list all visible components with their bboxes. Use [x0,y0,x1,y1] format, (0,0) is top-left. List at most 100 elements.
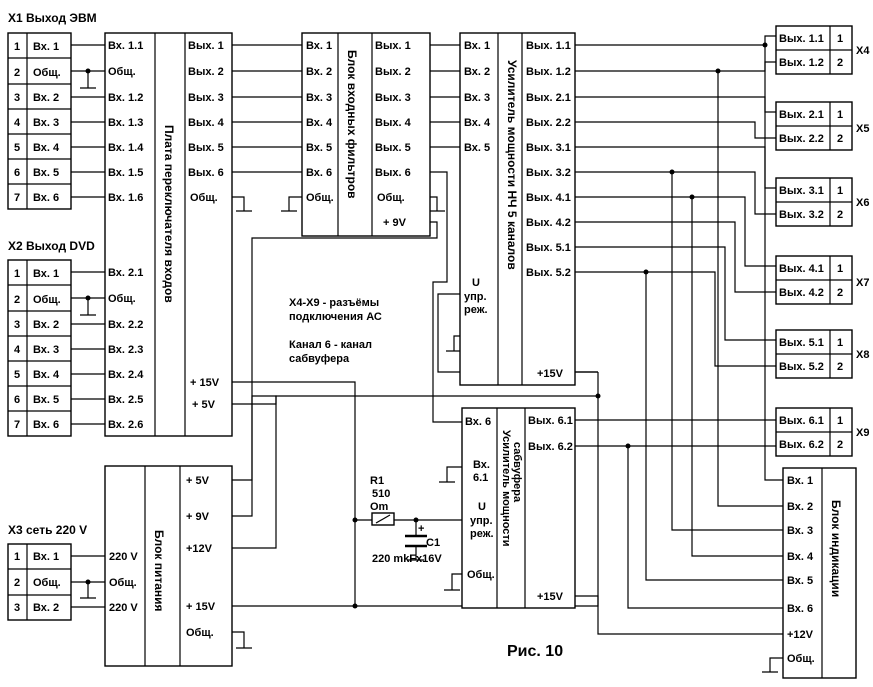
pin-label: 2 [837,287,843,299]
pin-label: 5 [14,142,20,154]
amp5-title: Усилитель мощности НЧ 5 каналов [505,60,519,270]
pin-label: Вх. 1 [33,551,59,563]
note-line: сабвуфера [289,353,350,365]
note-line: подключения АС [289,311,382,323]
pin-label: Вых. 1.2 [779,57,824,69]
pin-label: +12V [787,629,814,641]
pin-label: Вых. 6.1 [528,415,573,427]
pin-label: 1 [837,33,843,45]
pin-label: 220 V [109,551,138,563]
pin-label: Вх. 2 [33,92,59,104]
pin-label: Общ. [787,653,815,665]
subwoofer-amplifier-block: Усилитель мощности сабвуфера Вх. 6 Вх. 6… [461,407,576,609]
pin-label: 2 [837,209,843,221]
pin-label: Вх. 1.1 [108,40,143,52]
pin-label: 2 [837,361,843,373]
pin-label: Вх. 1 [464,40,490,52]
pin-label: U [472,277,480,289]
pin-label: + 15V [186,601,216,613]
figure-caption: Рис. 10 [507,643,563,660]
amplifier-5ch-block: Усилитель мощности НЧ 5 каналов Вх. 1 Вх… [459,32,576,386]
pin-label: Вх. [473,459,490,471]
pin-label: Вых. 3 [375,92,411,104]
pin-label: Вх. 1 [787,475,813,487]
indicator-block: Блок индикации Вх. 1 Вх. 2 Вх. 3 Вх. 4 В… [782,467,857,679]
pin-label: реж. [464,304,488,316]
pin-label: U [478,501,486,513]
pin-label: 7 [14,192,20,204]
resistor-r1: R1 510 Om [370,475,395,526]
pin-label: Вых. 4.2 [526,217,571,229]
pin-label: Вых. 1 [188,40,224,52]
pin-label: Вх. 1 [33,41,59,53]
pin-label: +15V [537,368,564,380]
pin-label: реж. [470,528,494,540]
pin-label: 1 [837,109,843,121]
pin-label: Вх. 5 [306,142,332,154]
pin-label: Вых. 5.2 [779,361,824,373]
pin-label: Вх. 1.3 [108,117,143,129]
pin-label: Вх. 6 [787,603,813,615]
pin-label: упр. [464,291,487,303]
pin-label: Вх. 6 [33,419,59,431]
pin-label: 510 [372,488,390,500]
pin-label: Вх. 1.6 [108,192,143,204]
pin-label: Вх. 2.1 [108,267,143,279]
pin-label: Вх. 3 [464,92,490,104]
pin-label: 1 [837,185,843,197]
pin-label: Общ. [377,192,405,204]
pin-label: Вх. 1.2 [108,92,143,104]
pin-label: Вх. 1 [33,268,59,280]
pin-label: Вх. 2.4 [108,369,144,381]
x3-title: X3 сеть 220 V [8,523,87,537]
pin-label: + 5V [192,399,216,411]
pin-label: Вх. 5 [787,575,813,587]
pin-label: 220 mkFx16V [372,553,442,565]
pin-label: Вых. 6.2 [528,441,573,453]
selector-board: Плата переключателя входов Вх. 1.1 Общ. … [104,32,233,437]
pin-label: Вых. 4.2 [779,287,824,299]
pin-label: Общ. [109,577,137,589]
pin-label: Вых. 6.1 [779,415,824,427]
pin-label: 6 [14,167,20,179]
pin-label: 3 [14,319,20,331]
pin-label: Вх. 2 [787,501,813,513]
pin-label: Вх. 3 [306,92,332,104]
pin-label: 6 [14,394,20,406]
pin-label: Общ. [467,569,495,581]
pin-label: Вых. 6 [188,167,224,179]
pin-label: Вых. 2.1 [779,109,824,121]
pin-label: 1 [837,263,843,275]
pin-label: Вх. 6 [306,167,332,179]
pin-label: X4 [856,45,870,57]
x1-title: X1 Выход ЭВМ [8,11,97,25]
pin-label: Вых. 2.2 [779,133,824,145]
pin-label: Общ. [33,67,61,79]
pin-label: Общ. [306,192,334,204]
pin-label: Вх. 2 [464,66,490,78]
pin-label: X5 [856,123,869,135]
pin-label: +15V [537,591,564,603]
pin-label: Вых. 5 [375,142,411,154]
pin-label: 1 [837,415,843,427]
selector-title: Плата переключателя входов [162,125,176,303]
pin-label: Общ. [186,627,214,639]
pin-label: Вых. 3.1 [779,185,824,197]
pin-label: + 15V [190,377,220,389]
pin-label: Общ. [33,577,61,589]
pin-label: Вых. 5 [188,142,224,154]
pin-label: 1 [14,41,20,53]
pin-label: упр. [470,515,493,527]
pin-label: 1 [14,551,20,563]
sub-title-1: Усилитель мощности [500,430,512,547]
pin-label: Вх. 4 [464,117,491,129]
indicator-title: Блок индикации [829,500,843,597]
pin-label: Вых. 4.1 [526,192,571,204]
capacitor-c1: + C1 220 mkFx16V [372,523,442,565]
